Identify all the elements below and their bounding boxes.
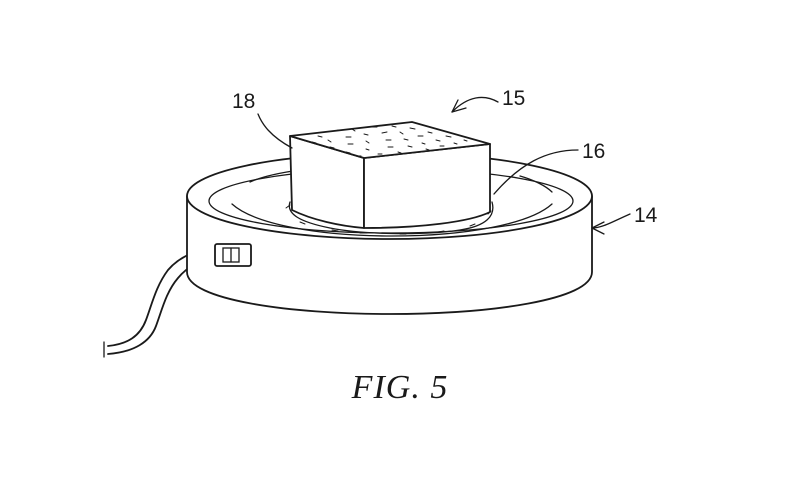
leader-14 <box>591 213 631 229</box>
arrowhead-15 <box>451 99 467 113</box>
block <box>289 121 491 229</box>
label-16: 16 <box>582 140 605 163</box>
leader-15 <box>451 96 499 113</box>
label-18: 18 <box>232 90 255 113</box>
label-15: 15 <box>502 87 525 110</box>
arrowhead-14 <box>591 221 605 235</box>
leader-16 <box>493 149 579 195</box>
leader-lines <box>257 96 631 235</box>
switch <box>214 243 252 267</box>
pad <box>285 201 494 235</box>
leader-18 <box>257 113 293 149</box>
figure-caption: FIG. 5 <box>351 369 449 406</box>
label-14: 14 <box>634 204 658 227</box>
